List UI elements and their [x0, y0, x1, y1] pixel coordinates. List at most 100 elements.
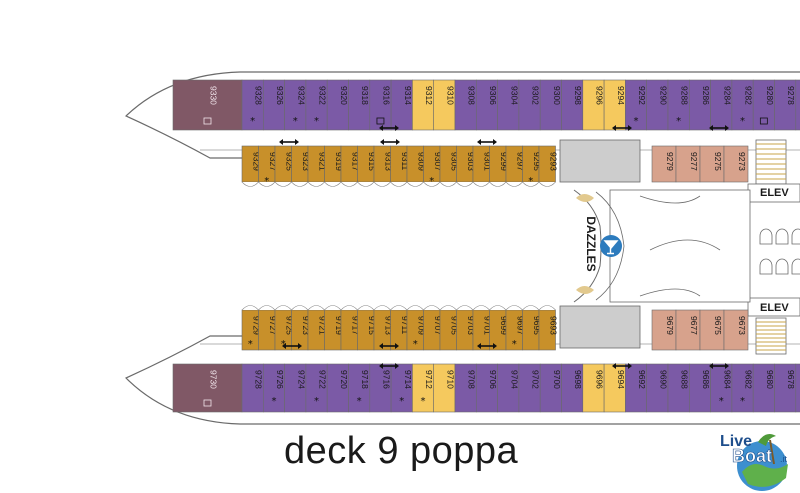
cabin-9328[interactable]: 9328* — [241, 79, 264, 131]
cabin-number: 9288 — [680, 86, 690, 105]
cabin-9692[interactable]: 9692 — [625, 363, 647, 413]
cabin-9673[interactable]: 9673 — [723, 309, 749, 351]
cabin-9288[interactable]: 9288* — [667, 79, 690, 131]
cabin-9693[interactable]: 9693 — [538, 305, 558, 351]
cabin-9302[interactable]: 9302 — [518, 79, 541, 131]
cabin-9716[interactable]: 9716 — [369, 363, 392, 413]
cabin-9286[interactable]: 9286 — [688, 79, 711, 131]
cabin-9699[interactable]: 9699 — [489, 305, 509, 351]
cabin-9303[interactable]: 9303 — [456, 145, 476, 187]
elevator-label-top[interactable]: ELEV — [760, 187, 789, 199]
cabin-9726[interactable]: 9726* — [262, 363, 285, 413]
cabin-9717[interactable]: 9717 — [340, 305, 360, 351]
cabin-9701[interactable]: 9701 — [472, 305, 492, 351]
cabin-9324[interactable]: 9324* — [284, 79, 307, 131]
cabin-9711[interactable]: 9711 — [390, 305, 410, 351]
cabin-9686[interactable]: 9686 — [688, 363, 711, 413]
cabin-9300[interactable]: 9300 — [539, 79, 562, 131]
cabin-9725[interactable]: 9725* — [274, 305, 294, 351]
cabin-9682[interactable]: 9682* — [731, 363, 754, 413]
cabin-9714[interactable]: 9714* — [390, 363, 413, 413]
elevator-label-bottom[interactable]: ELEV — [760, 302, 789, 314]
cabin-9315[interactable]: 9315 — [357, 145, 377, 187]
cabin-9322[interactable]: 9322* — [305, 79, 328, 131]
cabin-9694[interactable]: 9694 — [603, 363, 626, 413]
cabin-9326[interactable]: 9326 — [262, 79, 285, 131]
cabin-9277[interactable]: 9277 — [675, 145, 701, 183]
cabin-9297[interactable]: 9297 — [505, 145, 525, 187]
cabin-9690[interactable]: 9690 — [646, 363, 669, 413]
cabin-9307[interactable]: 9307* — [423, 145, 443, 187]
cabin-9720[interactable]: 9720 — [326, 363, 349, 413]
cabin-9308[interactable]: 9308 — [454, 79, 477, 131]
cabin-9704[interactable]: 9704 — [497, 363, 520, 413]
cabin-9314[interactable]: 9314 — [390, 79, 413, 131]
cabin-9703[interactable]: 9703 — [456, 305, 476, 351]
cabin-9330[interactable]: 9330 — [172, 79, 243, 131]
cabin-9293[interactable]: 9293 — [538, 145, 558, 187]
cabin-9292[interactable]: 9292* — [625, 79, 647, 131]
dazzles-venue-label[interactable]: DAZZLES — [584, 216, 598, 271]
cabin-9273[interactable]: 9273 — [723, 145, 749, 183]
cabin-9304[interactable]: 9304 — [497, 79, 520, 131]
cabin-9708[interactable]: 9708 — [454, 363, 477, 413]
cabin-9688[interactable]: 9688 — [667, 363, 690, 413]
cabin-9700[interactable]: 9700 — [539, 363, 562, 413]
cabin-9728[interactable]: 9728 — [241, 363, 264, 413]
cabin-9327[interactable]: 9327* — [258, 145, 278, 187]
cabin-9722[interactable]: 9722* — [305, 363, 328, 413]
cabin-9280[interactable]: 9280 — [752, 79, 775, 131]
cabin-9316[interactable]: 9316 — [369, 79, 392, 131]
cabin-9294[interactable]: 9294 — [603, 79, 626, 131]
cabin-9306[interactable]: 9306 — [475, 79, 498, 131]
cabin-9279[interactable]: 9279 — [651, 145, 677, 183]
cabin-9320[interactable]: 9320 — [326, 79, 349, 131]
cabin-9323[interactable]: 9323 — [291, 145, 311, 187]
cabin-9713[interactable]: 9713 — [373, 305, 393, 351]
cabin-9275[interactable]: 9275 — [699, 145, 725, 183]
cabin-9706[interactable]: 9706 — [475, 363, 498, 413]
cabin-9311[interactable]: 9311 — [390, 145, 410, 187]
cabin-9298[interactable]: 9298 — [561, 79, 584, 131]
cabin-9710[interactable]: 9710 — [433, 363, 456, 413]
cabin-9705[interactable]: 9705 — [439, 305, 459, 351]
cabin-9321[interactable]: 9321 — [307, 145, 327, 187]
cabin-9276[interactable]: 9276* — [795, 79, 800, 131]
cabin-9677[interactable]: 9677 — [675, 309, 701, 351]
cabin-9696[interactable]: 9696 — [582, 363, 605, 413]
cabin-9318[interactable]: 9318 — [348, 79, 371, 131]
cabin-9278[interactable]: 9278 — [774, 79, 797, 131]
cabin-9680[interactable]: 9680 — [752, 363, 775, 413]
cabin-9719[interactable]: 9719 — [324, 305, 344, 351]
cabin-9695[interactable]: 9695 — [522, 305, 542, 351]
cabin-9697[interactable]: 9697* — [505, 305, 525, 351]
cabin-9727[interactable]: 9727 — [258, 305, 278, 351]
cabin-9295[interactable]: 9295* — [522, 145, 542, 187]
cabin-9729[interactable]: 9729* — [241, 305, 261, 351]
cabin-9296[interactable]: 9296 — [582, 79, 605, 131]
cabin-9309[interactable]: 9309 — [406, 145, 426, 187]
cabin-9676[interactable]: 9676* — [795, 363, 800, 413]
cabin-9721[interactable]: 9721 — [307, 305, 327, 351]
cabin-9723[interactable]: 9723 — [291, 305, 311, 351]
cabin-9282[interactable]: 9282* — [731, 79, 754, 131]
cabin-9730[interactable]: 9730 — [172, 363, 243, 413]
cabin-9312[interactable]: 9312 — [412, 79, 434, 131]
cabin-9329[interactable]: 9329 — [241, 145, 261, 187]
cabin-9284[interactable]: 9284 — [710, 79, 733, 131]
cabin-9702[interactable]: 9702 — [518, 363, 541, 413]
cabin-9678[interactable]: 9678 — [774, 363, 797, 413]
cabin-9718[interactable]: 9718* — [348, 363, 371, 413]
cabin-9310[interactable]: 9310 — [433, 79, 456, 131]
cabin-9301[interactable]: 9301 — [472, 145, 492, 187]
cabin-9724[interactable]: 9724 — [284, 363, 307, 413]
cabin-9684[interactable]: 9684* — [710, 363, 733, 413]
cabin-9675[interactable]: 9675 — [699, 309, 725, 351]
cabin-9679[interactable]: 9679 — [651, 309, 677, 351]
cabin-9325[interactable]: 9325 — [274, 145, 294, 187]
cabin-9698[interactable]: 9698 — [561, 363, 584, 413]
cabin-9317[interactable]: 9317 — [340, 145, 360, 187]
cabin-9299[interactable]: 9299 — [489, 145, 509, 187]
cabin-9290[interactable]: 9290 — [646, 79, 669, 131]
cabin-9712[interactable]: 9712* — [412, 363, 434, 413]
